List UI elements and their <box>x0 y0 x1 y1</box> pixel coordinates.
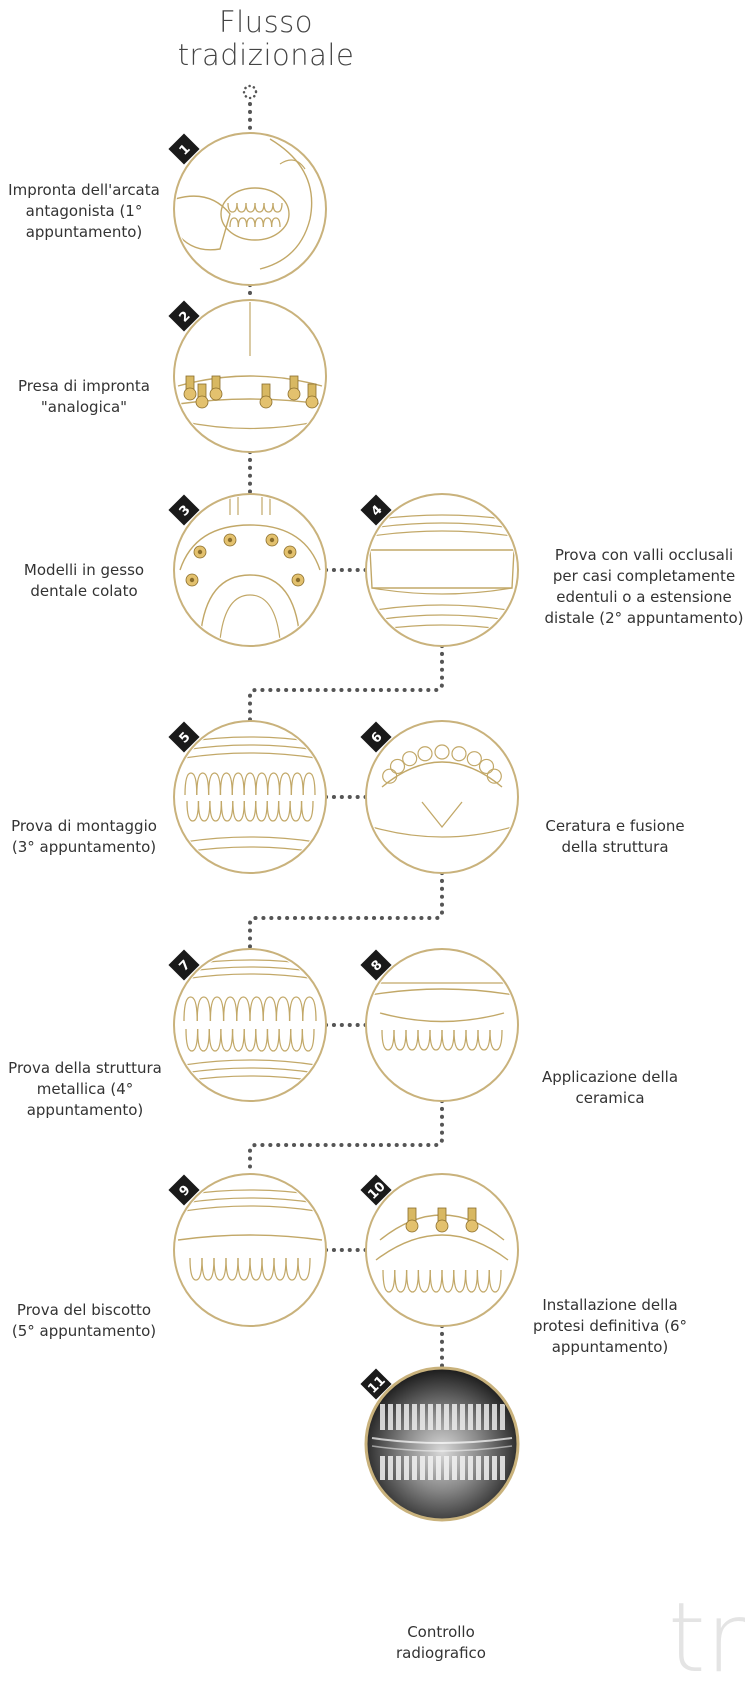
step-6: 6 <box>360 720 519 874</box>
step-ring <box>173 132 327 286</box>
step-3: 3 <box>168 493 327 647</box>
step-number-badge: 2 <box>168 300 200 332</box>
step-ring <box>365 948 519 1102</box>
step-circle <box>174 721 326 873</box>
wax-casting-illustration <box>371 744 513 838</box>
step-10: 10 <box>360 1173 519 1327</box>
watermark-text: tr <box>668 1582 746 1694</box>
xray-illustration <box>371 1404 513 1480</box>
step-1: 1 <box>168 132 327 286</box>
step-label-10: Installazione della protesi definitiva (… <box>532 1296 688 1356</box>
step-circle <box>366 1174 518 1326</box>
step-label-9: Prova del biscotto (5° appuntamento) <box>11 1301 157 1340</box>
step-5: 5 <box>168 720 327 874</box>
step-ring <box>173 948 327 1102</box>
step-circle <box>366 721 518 873</box>
step-label-8: Applicazione della ceramica <box>541 1068 679 1107</box>
step-ring <box>173 720 327 874</box>
step-label-5: Prova di montaggio (3° appuntamento) <box>11 817 157 856</box>
step-4: 4 <box>360 493 519 647</box>
step-7: 7 <box>168 948 327 1102</box>
step-2: 2 <box>168 299 327 453</box>
step-ring <box>365 1173 519 1327</box>
impression-tray-implants-illustration <box>177 302 323 430</box>
step-label-7: Prova della struttura metallica (4° appu… <box>8 1059 162 1119</box>
connector-4-5 <box>248 644 444 723</box>
start-marker <box>242 84 258 100</box>
ceramic-application-illustration <box>369 982 515 1051</box>
bisque-trial-illustration <box>177 1189 323 1281</box>
step-ring <box>173 493 327 647</box>
step-ring <box>365 720 519 874</box>
step-circle <box>366 949 518 1101</box>
step-9: 9 <box>168 1173 327 1327</box>
step-number-badge: 1 <box>168 133 200 165</box>
connector-6-7 <box>248 871 444 951</box>
step-circle <box>174 1174 326 1326</box>
step-label-6: Ceratura e fusione della struttura <box>545 817 685 856</box>
step-label-11: Controllo radiografico <box>396 1623 486 1662</box>
patient-mouth-impression-illustration <box>176 138 313 270</box>
step-label-2: Presa di impronta "analogica" <box>18 377 150 416</box>
step-circle <box>174 133 326 285</box>
diagram-title: Flusso tradizionale <box>177 5 355 72</box>
step-ring <box>364 1366 520 1522</box>
step-label-1: Impronta dell'arcata antagonista (1° app… <box>8 181 160 241</box>
step-label-4: Prova con valli occlusali per casi compl… <box>544 546 744 627</box>
step-label-3: Modelli in gesso dentale colato <box>23 561 145 600</box>
connector-8-9 <box>248 1099 444 1176</box>
final-prosthesis-illustration <box>375 1207 509 1293</box>
step-ring <box>173 299 327 453</box>
plaster-model-illustration <box>179 496 321 641</box>
step-11: 11 <box>360 1366 520 1522</box>
step-8: 8 <box>360 948 519 1102</box>
step-ring <box>365 493 519 647</box>
step-circle <box>174 949 326 1101</box>
step-ring <box>173 1173 327 1327</box>
